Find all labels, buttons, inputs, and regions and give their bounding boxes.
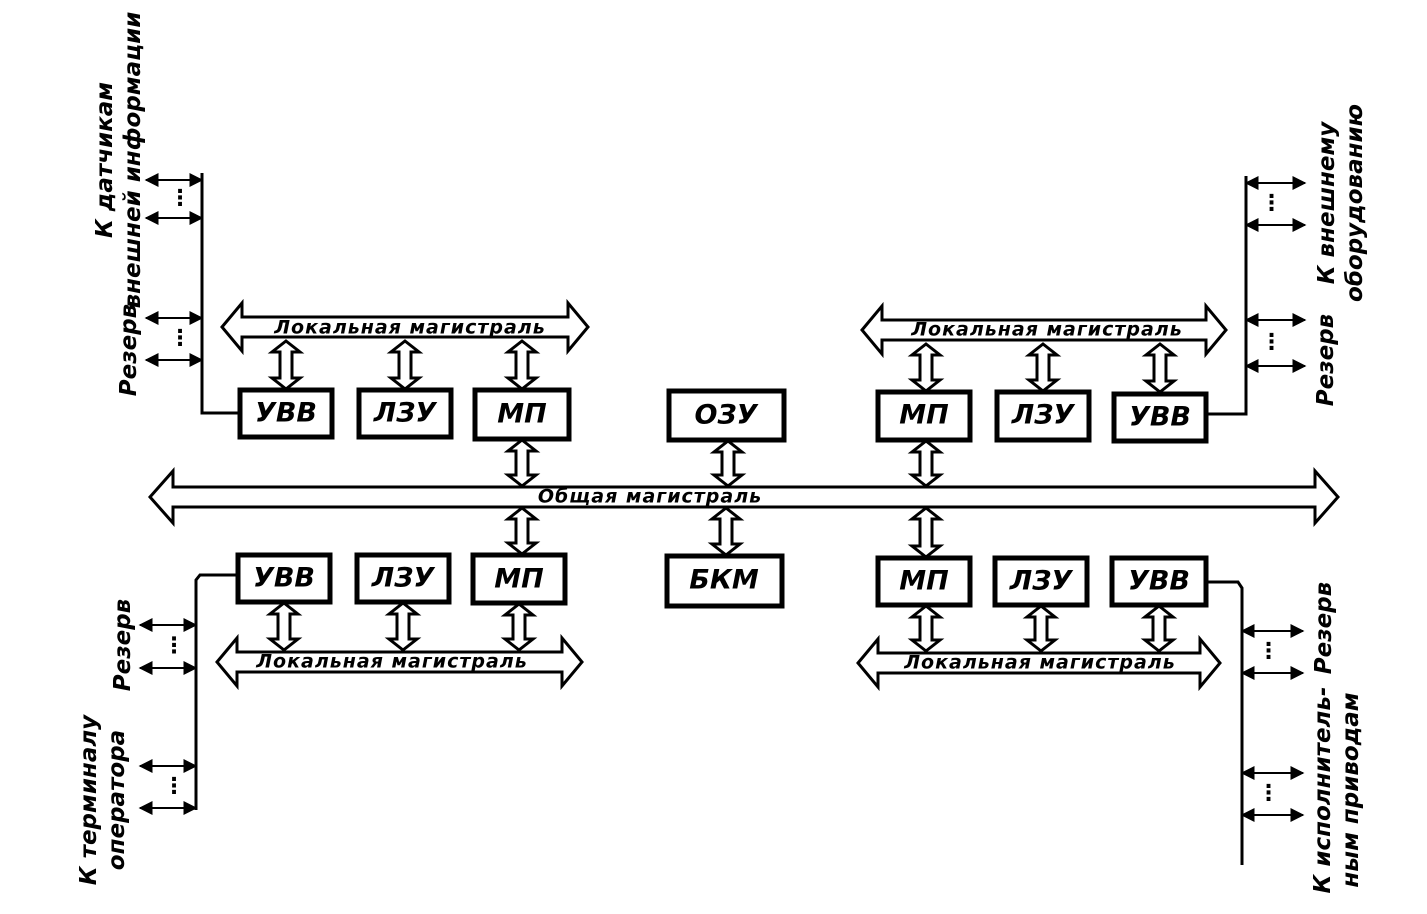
bus-connector-arrow bbox=[907, 604, 945, 653]
bus-connector-arrow bbox=[707, 506, 745, 557]
port-ellipsis: ⋮ bbox=[169, 326, 191, 351]
local-bus-label: Локальная магистраль bbox=[903, 652, 1175, 674]
label-line: оператора bbox=[104, 730, 130, 870]
uvv-label: УВВ bbox=[1128, 566, 1190, 597]
bus-connector-arrow bbox=[907, 506, 945, 559]
port-ellipsis: ⋮ bbox=[1261, 330, 1283, 355]
label-line: К исполнитель- bbox=[1310, 687, 1336, 894]
label-bottom-left-main: К терминалу оператора bbox=[76, 714, 130, 885]
local-bus-label: Локальная магистраль bbox=[910, 319, 1182, 341]
local-bus-label: Локальная магистраль bbox=[273, 317, 545, 339]
bkm-label: БКМ bbox=[689, 565, 759, 596]
label-line: Резерв bbox=[116, 304, 142, 396]
lzu-label: ЛЗУ bbox=[1009, 566, 1074, 597]
port-ellipsis: ⋮ bbox=[163, 634, 185, 659]
uvv-label: УВВ bbox=[255, 398, 317, 429]
label-top-right-reserve: Резерв bbox=[1313, 314, 1339, 406]
bus-connector-arrow bbox=[265, 601, 303, 652]
common-bus: Общая магистраль bbox=[147, 467, 1341, 527]
label-line: К датчикам bbox=[92, 82, 118, 238]
lzu-label: ЛЗУ bbox=[371, 563, 436, 594]
bkm-block: БКМ bbox=[664, 553, 785, 609]
bus-connector-arrow bbox=[267, 339, 305, 391]
ozu-block: ОЗУ bbox=[666, 388, 787, 443]
bus-connector-arrow bbox=[1024, 342, 1062, 393]
bus-connector-arrow bbox=[1022, 604, 1060, 653]
bus-connectors bbox=[265, 339, 1179, 653]
bus-connector-arrow bbox=[386, 339, 424, 391]
local-bus-bottom-left: Локальная магистраль bbox=[215, 633, 584, 691]
lzu-block: ЛЗУ bbox=[354, 552, 452, 605]
label-bottom-right-reserve: Резерв bbox=[1311, 582, 1337, 674]
mp-label: МП bbox=[497, 399, 547, 430]
lzu-label: ЛЗУ bbox=[373, 398, 438, 429]
mp-label: МП bbox=[899, 566, 949, 597]
bus-connector-arrow bbox=[1140, 604, 1178, 653]
label-bottom-left-reserve: Резерв bbox=[110, 599, 136, 691]
lzu-block: ЛЗУ bbox=[356, 387, 454, 440]
lzu-block: ЛЗУ bbox=[992, 555, 1090, 608]
local-bus-top-right: Локальная магистраль bbox=[860, 301, 1228, 359]
label-line: оборудованию bbox=[1342, 104, 1368, 302]
bus-connector-arrow bbox=[500, 602, 538, 652]
port-ellipsis: ⋮ bbox=[1258, 781, 1280, 806]
io-line-bottom-right bbox=[1206, 580, 1244, 865]
label-line: Резерв bbox=[1313, 314, 1339, 406]
lzu-label: ЛЗУ bbox=[1011, 400, 1076, 431]
local-bus-bottom-right: Локальная магистраль bbox=[856, 634, 1222, 692]
local-bus-label: Локальная магистраль bbox=[255, 651, 527, 673]
bus-connector-arrow bbox=[384, 601, 422, 652]
label-line: К внешнему bbox=[1314, 121, 1340, 285]
ozu-label: ОЗУ bbox=[695, 400, 759, 431]
io-line-bottom-left bbox=[194, 573, 238, 810]
io-line-top-right bbox=[1206, 176, 1248, 416]
label-top-left-main: К датчикам внешней информации bbox=[92, 12, 146, 309]
port-ellipsis: ⋮ bbox=[1261, 191, 1283, 216]
mp-block: МП bbox=[875, 555, 973, 608]
uvv-block: УВВ bbox=[237, 387, 335, 440]
local-bus-top-left: Локальная магистраль bbox=[220, 298, 590, 356]
bus-connector-arrow bbox=[503, 339, 541, 391]
mp-block: МП bbox=[472, 387, 572, 442]
uvv-block: УВВ bbox=[235, 552, 333, 605]
port-ellipsis: ⋮ bbox=[1258, 639, 1280, 664]
mp-label: МП bbox=[899, 400, 949, 431]
bus-connector-arrow bbox=[709, 439, 747, 488]
io-line-top-left bbox=[200, 173, 240, 415]
uvv-block: УВВ bbox=[1111, 391, 1209, 444]
bus-connector-arrow bbox=[907, 439, 945, 488]
label-line: Резерв bbox=[110, 599, 136, 691]
label-bottom-right-main: К исполнитель- ным приводам bbox=[1310, 687, 1364, 894]
mp-label: МП bbox=[494, 564, 544, 595]
common-bus-label: Общая магистраль bbox=[538, 486, 762, 508]
label-line: Резерв bbox=[1311, 582, 1337, 674]
label-line: К терминалу bbox=[76, 714, 102, 885]
label-line: внешней информации bbox=[120, 12, 146, 309]
label-line: ным приводам bbox=[1338, 692, 1364, 887]
bus-connector-arrow bbox=[907, 342, 945, 393]
label-top-right-main: К внешнему оборудованию bbox=[1314, 104, 1368, 302]
bus-connector-arrow bbox=[503, 438, 541, 488]
io-ports: ⋮ ⋮ ⋮ ⋮ ⋮ ⋮ ⋮ ⋮ bbox=[138, 173, 1307, 822]
port-ellipsis: ⋮ bbox=[169, 186, 191, 211]
label-top-left-reserve: Резерв bbox=[116, 304, 142, 396]
bus-connector-arrow bbox=[503, 506, 541, 556]
uvv-label: УВВ bbox=[1129, 402, 1191, 433]
port-ellipsis: ⋮ bbox=[163, 774, 185, 799]
lzu-block: ЛЗУ bbox=[994, 389, 1092, 443]
bus-connector-arrow bbox=[1141, 342, 1179, 394]
uvv-block: УВВ bbox=[1109, 555, 1209, 608]
uvv-label: УВВ bbox=[253, 563, 315, 594]
mp-block: МП bbox=[470, 552, 568, 606]
mp-block: МП bbox=[875, 389, 973, 443]
